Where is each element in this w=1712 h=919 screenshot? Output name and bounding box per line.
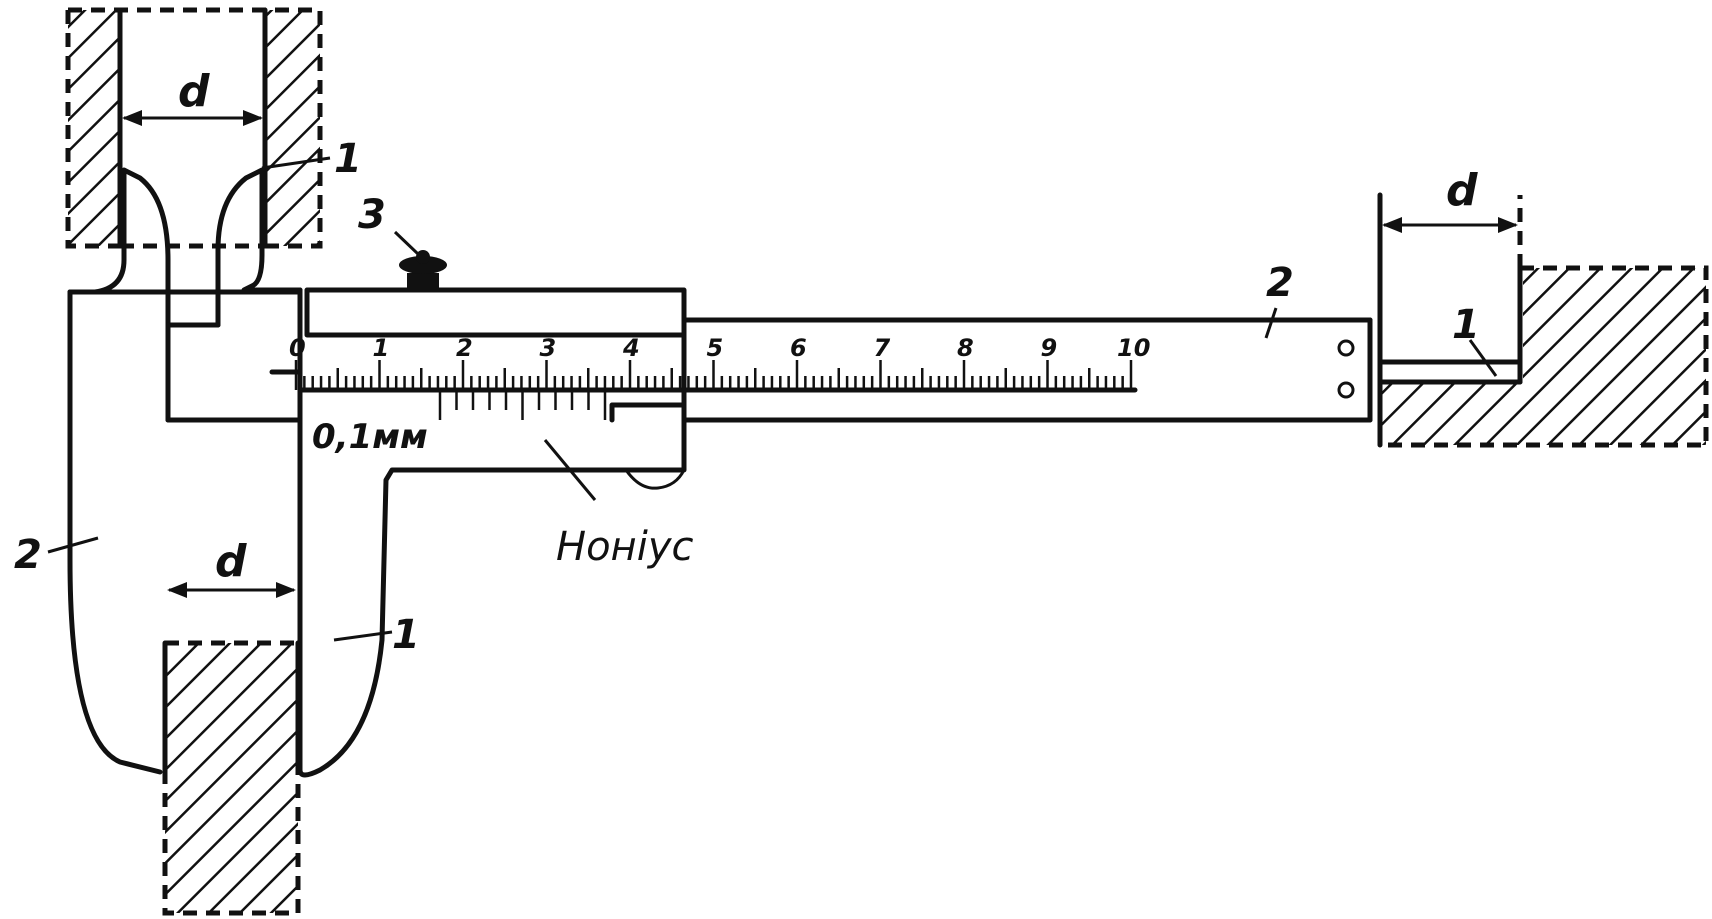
main-scale-number: 3 — [540, 334, 557, 362]
main-scale-number: 7 — [874, 334, 891, 362]
right-d-label: d — [1446, 165, 1478, 216]
bottom-label-1: 1 — [333, 612, 420, 658]
main-scale-number: 0 — [289, 334, 306, 362]
right-dimension-d: d — [1382, 165, 1518, 233]
main-scale-number: 10 — [1117, 334, 1150, 362]
main-scale-number: 4 — [622, 334, 640, 362]
depth-workpiece — [1380, 195, 1709, 448]
main-scale-number: 8 — [957, 334, 974, 362]
bottom-workpiece — [162, 640, 301, 916]
svg-text:2: 2 — [14, 532, 42, 578]
main-scale-number: 5 — [707, 334, 724, 362]
top-d-label: d — [178, 66, 210, 117]
main-scale-numbers: 0 1 2 3 4 5 6 7 8 9 10 — [289, 334, 1150, 362]
svg-text:2: 2 — [1266, 260, 1294, 306]
vernier-unit-label: 0,1мм — [312, 417, 428, 457]
label-3: 3 — [358, 192, 386, 238]
bottom-d-label: d — [215, 536, 247, 587]
main-scale-number: 6 — [790, 334, 807, 362]
vernier-callout: Ноніус — [543, 439, 693, 570]
svg-text:1: 1 — [334, 136, 362, 182]
vernier-ticks — [438, 392, 607, 420]
svg-text:1: 1 — [392, 612, 420, 658]
top-bore-workpiece — [65, 7, 323, 249]
main-scale-number: 2 — [456, 334, 473, 362]
main-scale-ticks — [294, 360, 1133, 390]
bottom-dimension-d: d — [167, 536, 296, 598]
svg-text:1: 1 — [1452, 302, 1480, 348]
slider: 3 — [297, 192, 687, 778]
top-label-1: 1 — [261, 136, 362, 182]
caliper-body — [67, 289, 1373, 775]
upper-jaws — [67, 167, 303, 328]
main-scale-number: 1 — [373, 334, 390, 362]
right-label-1: 1 — [1452, 302, 1498, 377]
vernier-name-label: Ноніус — [556, 524, 693, 570]
left-label-2: 2 — [14, 532, 99, 578]
main-scale-number: 9 — [1041, 334, 1058, 362]
beam-label-2: 2 — [1264, 260, 1294, 339]
top-dimension-d: d — [122, 66, 263, 126]
